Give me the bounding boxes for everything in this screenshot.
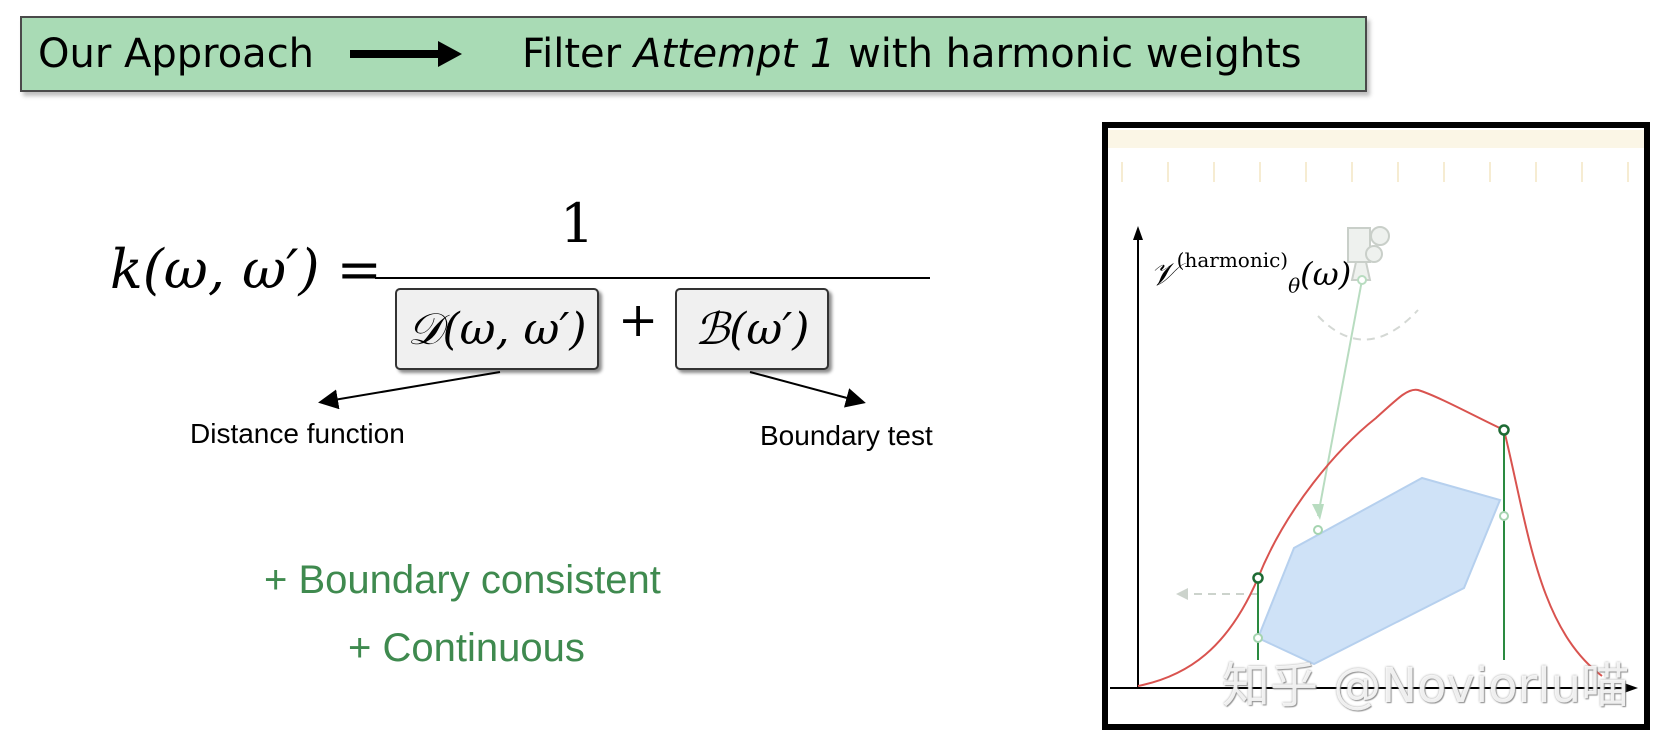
right-arrow-icon [350,41,463,67]
title-right-prefix: Filter [522,31,634,77]
axis-superscript: (harmonic) [1176,248,1289,272]
right-boundary-point [1499,511,1509,521]
camera-fov-arc [1317,309,1419,341]
camera-anchor [1357,275,1367,285]
x-axis-arrowhead [1624,683,1638,693]
kernel-formula: k(ω, ω′) = 1 𝒟(ω, ω′) + ℬ(ω′) [110,192,930,380]
top-ticks [1121,162,1629,182]
formula-plus: + [618,292,659,348]
property-continuous: + Continuous [348,626,585,670]
distance-term-box: 𝒟(ω, ω′) [395,288,599,370]
left-curve-point [1252,572,1264,584]
fraction-line [375,277,930,279]
camera-ray-arrowhead [1312,504,1324,520]
watermark: 知乎 @Noviorlu喵 [1222,658,1630,714]
camera-ray [1317,279,1363,517]
formula-numerator: 1 [560,192,595,255]
title-right-italic: Attempt 1 [633,31,836,77]
axis-subscript: θ [1288,273,1301,298]
right-curve-point [1498,424,1510,436]
harmonic-figure-panel: 𝒱(harmonic)θ(ω) [1102,122,1650,730]
left-boundary-point [1253,633,1263,643]
formula-lhs: k(ω, ω′) = [110,238,382,301]
y-axis-arrowhead [1133,226,1143,240]
camera-icon [1347,226,1390,281]
title-right-text: Filter Attempt 1 with harmonic weights [522,31,1302,77]
visibility-polygon [1256,476,1502,666]
top-strip [1108,130,1644,148]
y-axis-label: 𝒱(harmonic)θ(ω) [1150,248,1351,297]
harmonic-curve [1137,388,1603,687]
property-boundary-consistent: + Boundary consistent [264,558,661,602]
title-left-text: Our Approach [38,31,315,77]
axis-symbol: 𝒱 [1150,255,1177,293]
title-right-suffix: with harmonic weights [835,31,1302,77]
axis-argument: (ω) [1300,255,1352,293]
title-banner: Our Approach Filter Attempt 1 with harmo… [20,16,1367,92]
boundary-term-box: ℬ(ω′) [675,288,829,370]
projection-arrowhead [1176,588,1188,600]
harmonic-figure [1108,130,1644,693]
boundary-test-label: Boundary test [760,420,933,451]
distance-function-label: Distance function [190,418,405,449]
hit-point [1313,525,1323,535]
